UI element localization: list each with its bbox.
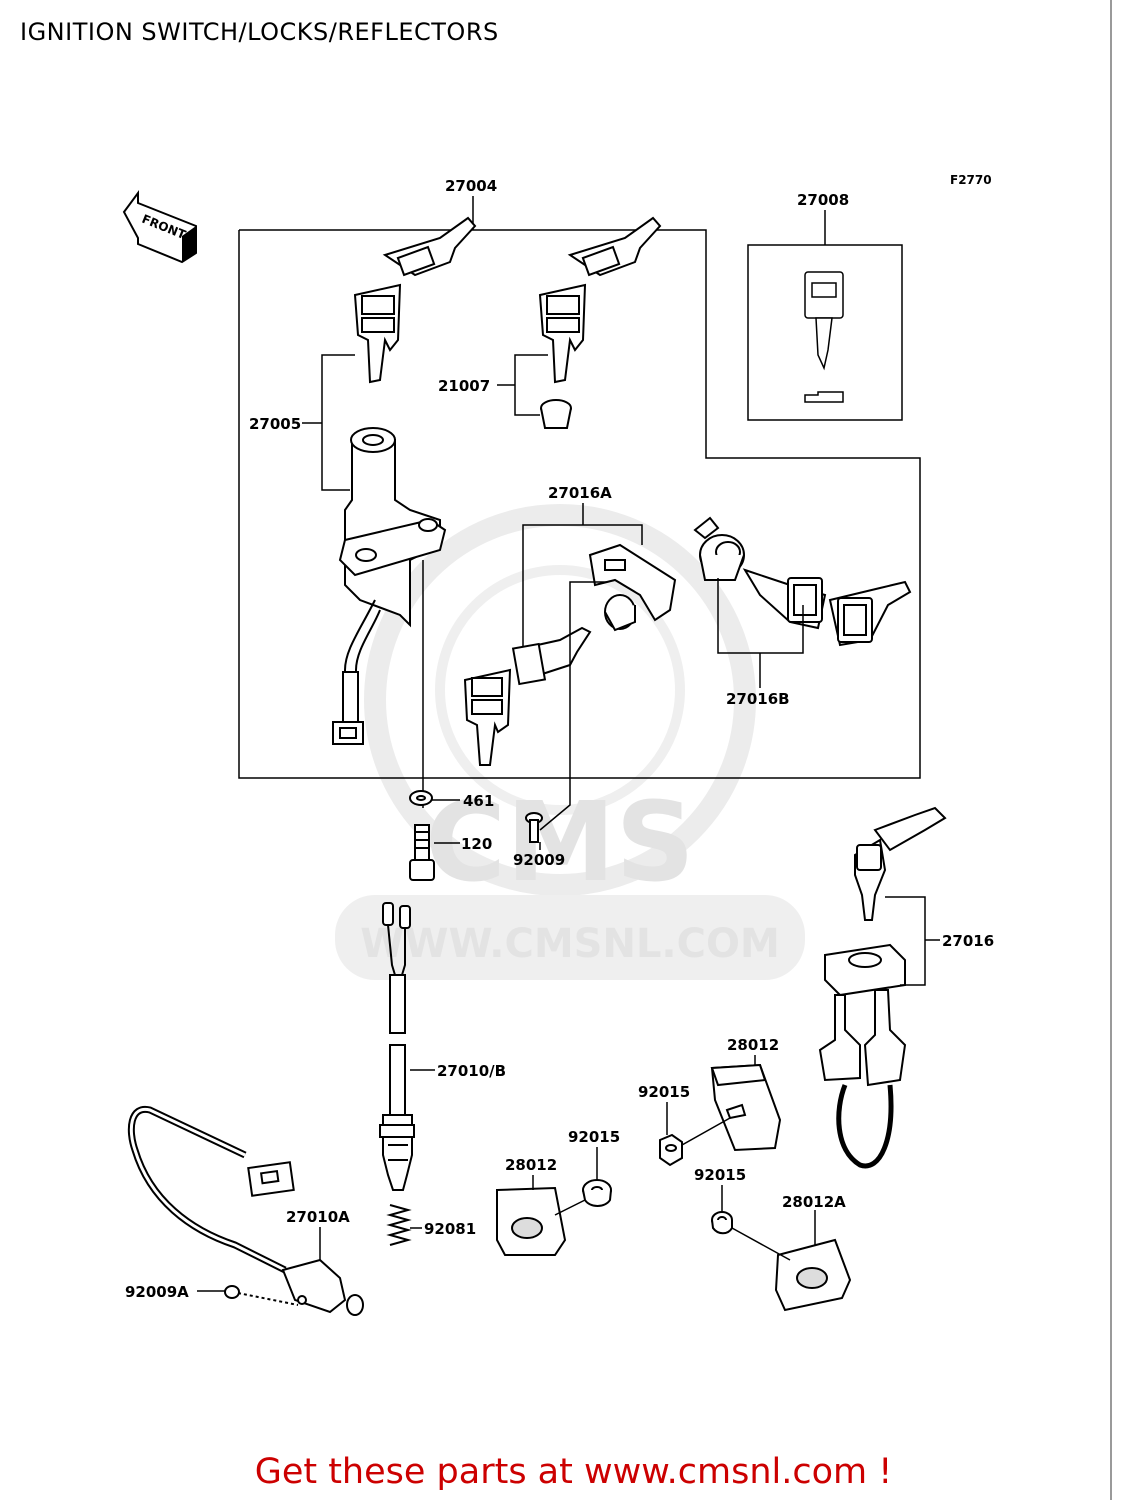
neutral-switch-icon <box>379 902 415 1191</box>
watermark-url: WWW.CMSNL.COM <box>360 921 780 967</box>
card-key-icon <box>804 271 844 403</box>
label-27016A: 27016A <box>548 484 612 502</box>
washer-icon <box>409 790 433 806</box>
front-arrow-icon: FRONT <box>122 189 197 264</box>
page-border <box>1110 0 1112 1500</box>
label-92009: 92009 <box>513 851 565 869</box>
ignition-switch-icon <box>332 427 447 745</box>
label-27008: 27008 <box>797 191 849 209</box>
label-92081: 92081 <box>424 1220 476 1238</box>
label-120: 120 <box>461 835 492 853</box>
label-461: 461 <box>463 792 494 810</box>
page-title: IGNITION SWITCH/LOCKS/REFLECTORS <box>20 18 499 46</box>
label-27010B: 27010/B <box>437 1062 506 1080</box>
label-28012A: 28012A <box>782 1193 846 1211</box>
cap-icon <box>540 399 572 429</box>
watermark-brand: CMS <box>425 778 694 906</box>
label-27010A: 27010A <box>286 1208 350 1226</box>
key-pair-icon <box>742 568 912 647</box>
nut-icon <box>711 1211 733 1235</box>
helmet-lock-icon <box>818 806 947 1169</box>
seat-lock-icon <box>588 543 677 632</box>
screw-icon <box>525 812 543 843</box>
label-27004: 27004 <box>445 177 497 195</box>
key-pair-icon <box>463 626 592 766</box>
reflector-icon <box>496 1186 567 1256</box>
nut-icon <box>582 1179 612 1207</box>
label-92015-a: 92015 <box>638 1083 690 1101</box>
footer-promo-link[interactable]: Get these parts at www.cmsnl.com ! <box>254 1452 893 1492</box>
label-92015-c: 92015 <box>694 1166 746 1184</box>
key-pair-icon <box>538 216 662 384</box>
key-pair-icon <box>353 216 477 384</box>
nut-icon <box>659 1133 683 1167</box>
reflector-icon <box>774 1238 852 1312</box>
figure-code: F2770 <box>950 173 992 187</box>
label-28012-top: 28012 <box>727 1036 779 1054</box>
set-27008-outline <box>747 210 903 421</box>
label-27005: 27005 <box>249 415 301 433</box>
label-92009A: 92009A <box>125 1283 189 1301</box>
label-21007: 21007 <box>438 377 490 395</box>
label-27016: 27016 <box>942 932 994 950</box>
spring-icon <box>386 1204 412 1246</box>
label-92015-b: 92015 <box>568 1128 620 1146</box>
label-27016B: 27016B <box>726 690 790 708</box>
label-28012-mid: 28012 <box>505 1156 557 1174</box>
reflector-icon <box>710 1063 782 1152</box>
screw-icon <box>224 1285 299 1306</box>
switch-cable-icon <box>127 1105 364 1316</box>
lock-cylinder-icon <box>693 516 745 581</box>
watermark: CMS WWW.CMSNL.COM <box>335 504 805 980</box>
bolt-icon <box>409 824 435 881</box>
